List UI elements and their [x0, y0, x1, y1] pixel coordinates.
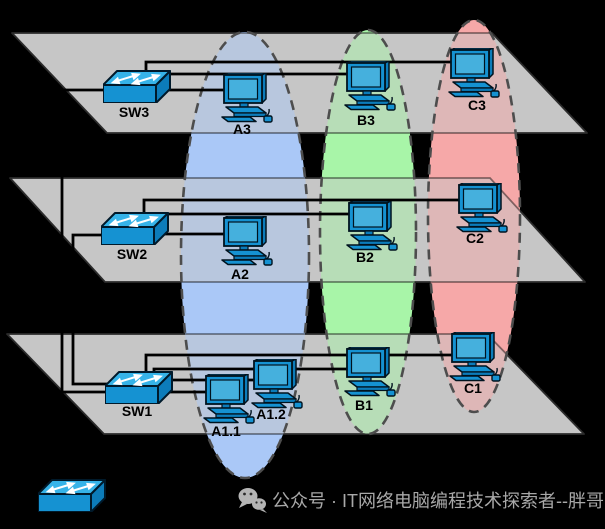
switch-label: SW3 [119, 104, 150, 120]
wechat-icon [238, 488, 267, 513]
legend-switch-icon [38, 480, 105, 512]
pc-b3: B3 [345, 61, 395, 128]
pc-label: A1.1 [211, 423, 241, 439]
pc-c1: C1 [450, 332, 500, 396]
watermark: 公众号 · IT网络电脑编程技术探索者--胖哥 [238, 488, 604, 513]
switch-icon [103, 71, 170, 103]
pc-c3: C3 [449, 48, 499, 113]
watermark-text: 公众号 · IT网络电脑编程技术探索者--胖哥 [272, 491, 604, 511]
pc-a1-2: A1.2 [252, 359, 302, 422]
switch-icon [101, 213, 168, 245]
pc-a2: A2 [222, 216, 272, 282]
pc-b2: B2 [347, 201, 397, 265]
trunk-sw3-sw1-line [60, 88, 108, 394]
switch-label: SW2 [117, 246, 148, 262]
switch-sw1: SW1 [105, 372, 172, 419]
pc-label: C1 [464, 380, 482, 396]
vlan-b-border [318, 28, 418, 436]
pc-label: A1.2 [256, 406, 286, 422]
pc-label: B1 [355, 397, 373, 413]
pc-label: C2 [466, 230, 484, 246]
vlan-a-border [179, 30, 311, 480]
switch-sw3: SW3 [103, 71, 170, 120]
pc-label: A2 [231, 266, 249, 282]
pc-a3: A3 [222, 73, 272, 137]
pc-label: A3 [233, 121, 251, 137]
switch-label: SW1 [122, 403, 153, 419]
trunk-sw2-sw1-line [71, 233, 108, 386]
pc-label: B2 [356, 249, 374, 265]
pc-label: B3 [357, 112, 375, 128]
switch-icon [105, 372, 172, 404]
switch-sw2: SW2 [101, 213, 168, 262]
pc-label: C3 [468, 97, 486, 113]
vlan-c-border [426, 18, 522, 414]
pc-c2: C2 [457, 183, 507, 246]
pc-b1: B1 [345, 347, 395, 413]
pc-a1-1: A1.1 [204, 374, 254, 439]
